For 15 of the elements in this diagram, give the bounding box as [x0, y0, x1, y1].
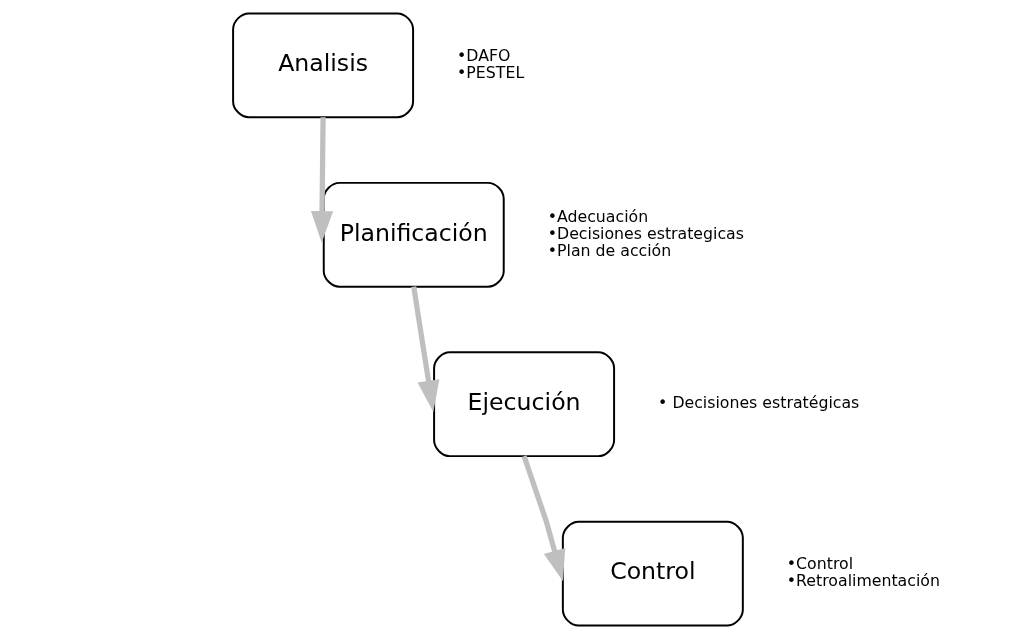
node-label: •Adecuación [547, 206, 648, 226]
node-label: •PESTEL [456, 62, 524, 82]
arrow [410, 286, 439, 413]
node-label: •Control [786, 554, 853, 574]
node-box: Control [561, 520, 744, 627]
node-label: •Retroalimentación [786, 571, 940, 591]
arrow [310, 117, 333, 243]
arrow [521, 455, 565, 582]
node-label: •Plan de acción [547, 240, 671, 260]
node-label: • Decisiones estratégicas [657, 393, 859, 413]
node-label: •DAFO [456, 45, 510, 65]
node-box: Planificación [322, 181, 505, 288]
node-label: •Decisiones estrategicas [547, 223, 744, 243]
node-box: Ejecución [432, 351, 615, 458]
node-box: Analisis [231, 12, 414, 119]
